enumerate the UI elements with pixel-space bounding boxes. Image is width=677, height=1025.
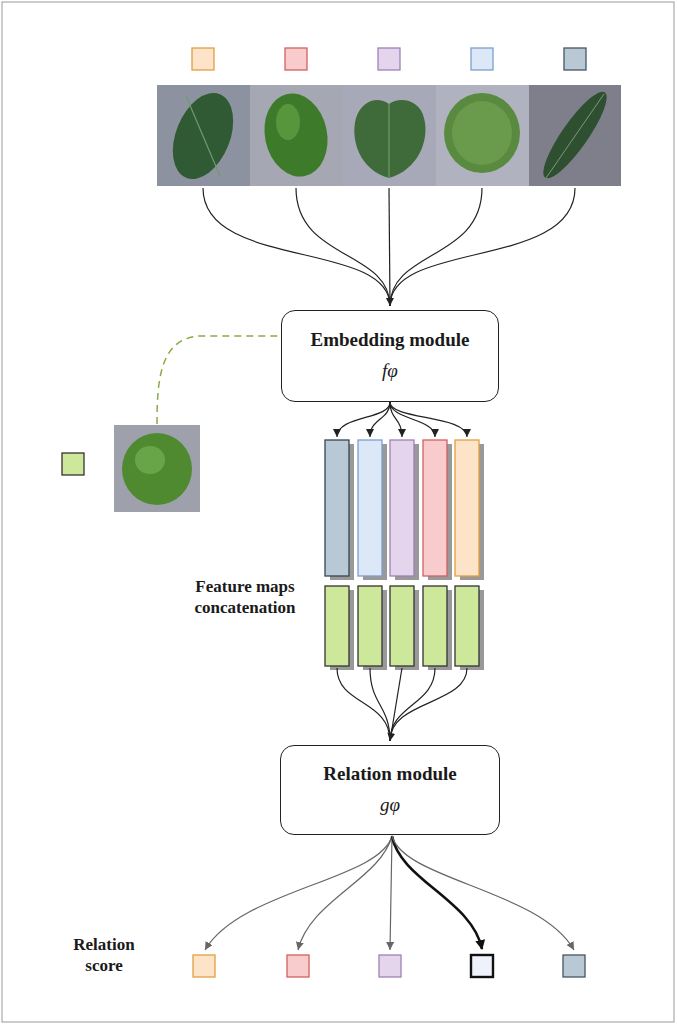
- leaf: [535, 85, 616, 185]
- output-label: Relation score: [56, 934, 152, 977]
- input-arrows: [203, 188, 575, 306]
- leaf-photo: [529, 85, 621, 186]
- score-arrow: [390, 836, 392, 950]
- feature-arrow: [390, 402, 467, 437]
- concat-arrow: [390, 668, 435, 741]
- input-arrow: [389, 188, 390, 306]
- class-square: [285, 48, 307, 70]
- query-photo: [114, 425, 200, 512]
- leaf-vein: [186, 96, 220, 176]
- score-arrow: [392, 836, 574, 950]
- score-arrow: [298, 836, 392, 950]
- input-arrow: [390, 188, 575, 306]
- feature-arrows: [337, 402, 467, 437]
- concat-arrow: [390, 668, 467, 741]
- feature-map: [325, 440, 349, 576]
- leaf-photo: [343, 85, 436, 186]
- module-title: Embedding module: [311, 328, 470, 353]
- feature-map: [455, 440, 479, 576]
- leaf-highlight: [135, 446, 165, 474]
- query-square: [62, 453, 84, 475]
- score-squares: [193, 955, 585, 977]
- leaf-vein: [546, 94, 604, 178]
- query-feature-map: [455, 586, 479, 666]
- leaf-photo: [436, 85, 529, 186]
- query-feature-map: [423, 586, 447, 666]
- concat-arrow: [370, 668, 390, 741]
- input-arrow: [390, 188, 482, 306]
- feature-arrow: [390, 402, 435, 437]
- support-images: [157, 84, 621, 188]
- score-square: [193, 955, 215, 977]
- leaf-photo: [250, 85, 343, 186]
- class-square: [192, 48, 214, 70]
- leaf: [354, 100, 425, 178]
- score-arrow-selected: [392, 836, 482, 949]
- class-square: [471, 48, 493, 70]
- feature-arrow: [337, 402, 390, 437]
- module-function: gφ: [380, 793, 400, 818]
- input-arrow: [203, 188, 390, 306]
- feature-maps: [325, 440, 484, 670]
- query-feature-map: [325, 586, 349, 666]
- leaf: [122, 433, 192, 505]
- class-square: [378, 48, 400, 70]
- class-squares: [192, 48, 586, 70]
- module-box: Embedding module fφ: [281, 310, 499, 402]
- leaf-highlight: [276, 104, 300, 140]
- module-function: fφ: [382, 359, 398, 384]
- feature-arrow: [370, 402, 390, 437]
- feature-map: [423, 440, 447, 576]
- score-square-selected: [471, 955, 493, 977]
- module-box: Relation module gφ: [280, 745, 500, 835]
- leaf: [161, 84, 245, 188]
- query: [62, 336, 280, 512]
- score-arrows: [205, 836, 574, 950]
- input-arrow: [296, 188, 390, 306]
- leaf-vein: [388, 104, 389, 178]
- concat-arrow: [337, 668, 390, 741]
- score-square: [287, 955, 309, 977]
- score-square: [563, 955, 585, 977]
- feature-map: [358, 440, 382, 576]
- feature-map: [390, 440, 414, 576]
- class-square: [564, 48, 586, 70]
- leaf: [444, 93, 520, 173]
- score-arrow: [205, 836, 392, 950]
- leaf: [257, 87, 335, 182]
- concat-arrows: [337, 668, 467, 741]
- query-feature-map: [358, 586, 382, 666]
- score-square: [379, 955, 401, 977]
- module-title: Relation module: [323, 762, 457, 787]
- stage-label: Feature maps concatenation: [175, 576, 315, 619]
- query-feature-map: [390, 586, 414, 666]
- leaf-texture: [452, 101, 512, 165]
- query-link: [157, 336, 280, 424]
